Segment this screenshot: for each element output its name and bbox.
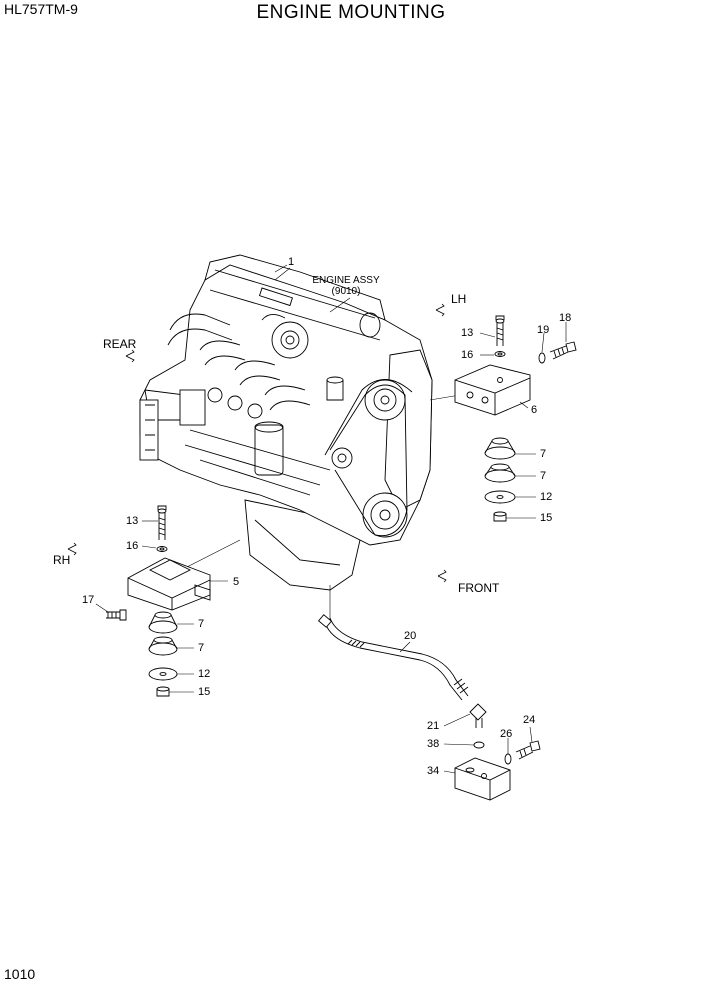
callout-o-ring: 38: [427, 738, 440, 750]
rh-arrow-icon: [67, 542, 77, 556]
callout-block-washer: 26: [500, 728, 513, 740]
callout-lh-bracket: 6: [531, 404, 538, 416]
callout-lh-bolt: 13: [461, 327, 474, 339]
callout-rh-mount-lower: 7: [198, 642, 205, 654]
callout-block: 34: [427, 765, 440, 777]
callout-lh-mount-lower: 7: [540, 470, 547, 482]
rear-arrow-icon: [125, 349, 135, 363]
callout-rh-mount-upper: 7: [198, 618, 205, 630]
direction-front-label: FRONT: [458, 581, 500, 595]
rh-mount-stack-drawing: [106, 505, 211, 697]
callout-rh-nut: 15: [198, 686, 211, 698]
page-number: 1010: [4, 966, 36, 982]
callout-rh-side-bolt: 17: [82, 594, 95, 606]
lh-mount-stack-drawing: [454, 315, 577, 522]
callout-lh-stopper-washer: 12: [540, 491, 553, 503]
direction-rear-label: REAR: [103, 337, 137, 351]
direction-rh-label: RH: [53, 553, 71, 567]
callout-engine: 1: [288, 256, 295, 268]
engine-assy-label: ENGINE ASSY (9010): [306, 275, 386, 297]
callout-rh-bolt: 13: [126, 515, 139, 527]
lh-arrow-icon: [435, 303, 445, 317]
callout-lh-mount-upper: 7: [540, 448, 547, 460]
direction-arrows: [67, 303, 447, 583]
callout-lh-side-bolt: 18: [559, 312, 572, 324]
callout-lh-nut: 15: [540, 512, 553, 524]
callout-rh-bracket: 5: [233, 576, 240, 588]
callout-rh-stopper-washer: 12: [198, 668, 211, 680]
page-title: ENGINE MOUNTING: [256, 2, 446, 23]
engine-assy-name: ENGINE ASSY: [312, 275, 380, 286]
engine-assy-drawing: [139, 254, 433, 591]
callout-lh-washer: 16: [461, 349, 474, 361]
model-code: HL757TM-9: [4, 1, 78, 17]
drain-hose-drawing: [317, 614, 541, 801]
front-arrow-icon: [437, 569, 447, 583]
callout-lh-side-washer: 19: [537, 324, 550, 336]
callout-rh-washer: 16: [126, 540, 139, 552]
callout-block-bolt: 24: [523, 714, 536, 726]
callout-leaders: [95, 264, 567, 774]
callout-hose: 20: [404, 630, 417, 642]
direction-lh-label: LH: [451, 292, 467, 306]
engine-assy-code: (9010): [331, 286, 361, 297]
callout-fitting: 21: [427, 720, 440, 732]
